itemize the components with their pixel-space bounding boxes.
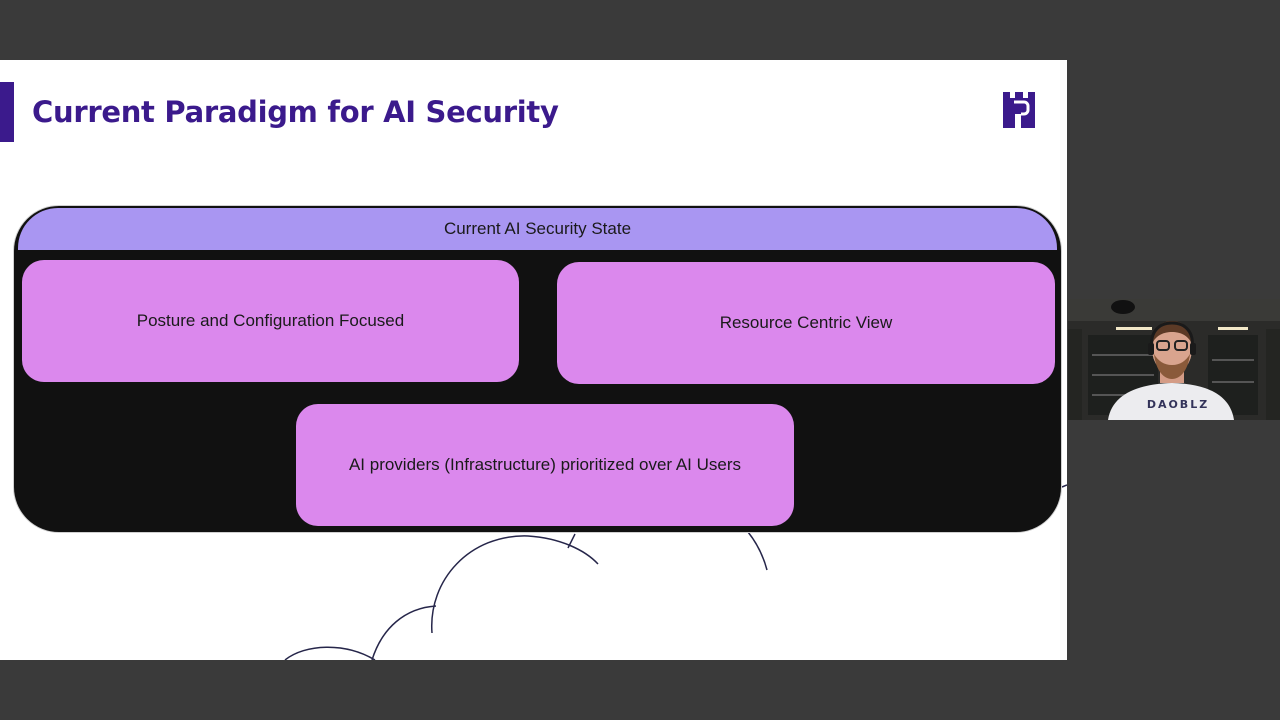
presenter-video-frame xyxy=(1068,299,1280,420)
panel-header: Current AI Security State xyxy=(18,208,1057,250)
posture-box: Posture and Configuration Focused xyxy=(22,260,519,382)
security-state-panel: Current AI Security State Posture and Co… xyxy=(13,205,1062,533)
castle-tower-logo-icon xyxy=(1003,92,1035,128)
presentation-slide: Current Paradigm for AI Security Current… xyxy=(0,60,1067,660)
presenter-webcam: DAOBLZ xyxy=(1068,299,1280,420)
providers-box: AI providers (Infrastructure) prioritize… xyxy=(296,404,794,526)
title-accent-bar xyxy=(0,82,14,142)
shirt-text: DAOBLZ xyxy=(1146,398,1210,411)
slide-title: Current Paradigm for AI Security xyxy=(32,95,559,129)
resource-view-box: Resource Centric View xyxy=(557,262,1055,384)
